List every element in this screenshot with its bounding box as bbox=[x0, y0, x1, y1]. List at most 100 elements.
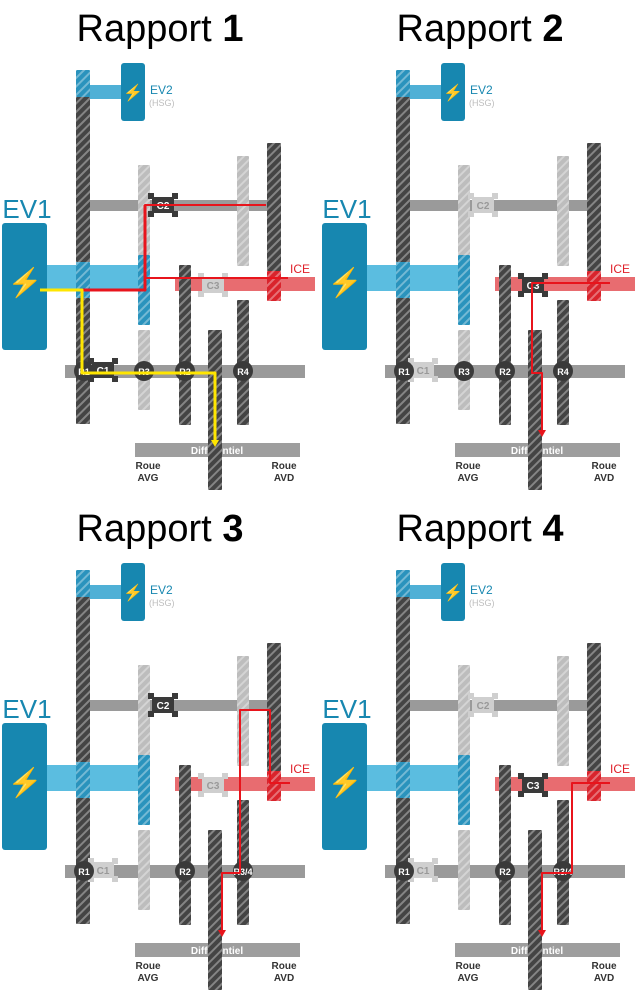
ev1-lightning-icon: ⚡ bbox=[328, 766, 363, 799]
clutch-tooth bbox=[172, 711, 178, 717]
clutch-tooth bbox=[198, 291, 204, 297]
hsg-label: (HSG) bbox=[469, 98, 495, 108]
ring-r4-label: R4 bbox=[237, 367, 249, 377]
clutch-tooth bbox=[408, 876, 414, 882]
ev2-motor bbox=[121, 63, 145, 121]
gear-upper-right bbox=[557, 656, 569, 766]
ring-r2-label: R2 bbox=[499, 867, 511, 877]
gear-ice bbox=[587, 271, 601, 301]
ev1-label: EV1 bbox=[2, 194, 51, 224]
power-path-red bbox=[541, 782, 610, 930]
gear-differential bbox=[528, 330, 542, 490]
clutch-c1: C1 bbox=[408, 358, 438, 382]
clutch-tooth bbox=[148, 693, 154, 699]
wheel-left-line2: AVG bbox=[458, 473, 479, 484]
clutch-body bbox=[202, 277, 224, 293]
ev1-motor bbox=[2, 223, 47, 350]
hsg-label: (HSG) bbox=[149, 98, 175, 108]
clutch-tooth bbox=[518, 791, 524, 797]
clutch-tooth bbox=[408, 376, 414, 382]
clutch-tooth bbox=[88, 858, 94, 864]
gear-mid-upper bbox=[458, 665, 470, 755]
power-path-yellow bbox=[40, 288, 217, 440]
clutch-label: C2 bbox=[477, 701, 490, 712]
gear-left-lower bbox=[396, 298, 410, 424]
ev2-label: EV2 bbox=[150, 83, 173, 97]
gear-ev1 bbox=[396, 762, 410, 798]
clutch-c2: C2 bbox=[468, 693, 498, 717]
ring-r1 bbox=[74, 861, 94, 881]
ring-r2-label: R2 bbox=[179, 867, 191, 877]
power-arrow-yellow bbox=[211, 440, 219, 447]
clutch-tooth bbox=[148, 193, 154, 199]
gear-mid-upper bbox=[458, 165, 470, 255]
clutch-label: C2 bbox=[157, 201, 170, 212]
wheel-left-line1: Roue bbox=[456, 461, 481, 472]
ring-r2 bbox=[175, 361, 195, 381]
gear-upper-right bbox=[237, 156, 249, 266]
ev1-motor bbox=[322, 223, 367, 350]
wheel-right-line1: Roue bbox=[272, 461, 297, 472]
gear-r2 bbox=[179, 765, 191, 925]
clutch-label: C1 bbox=[417, 866, 430, 877]
title-number: 3 bbox=[222, 508, 244, 550]
gear-differential bbox=[528, 830, 542, 990]
gear-ev1 bbox=[396, 262, 410, 298]
clutch-tooth bbox=[492, 193, 498, 199]
clutch-body bbox=[472, 197, 494, 213]
gear-mid-lower bbox=[458, 830, 470, 910]
clutch-tooth bbox=[222, 273, 228, 279]
clutch-tooth bbox=[542, 791, 548, 797]
ice-label: ICE bbox=[610, 262, 630, 276]
clutch-tooth bbox=[198, 773, 204, 779]
transmission-diagram-4: Différentiel⚡EV2(HSG)⚡EV1ICEC2C3C1R1R2R3… bbox=[322, 563, 635, 990]
power-arrow-red bbox=[538, 930, 546, 937]
ev2-motor bbox=[121, 563, 145, 621]
ev2-lightning-icon: ⚡ bbox=[443, 583, 463, 602]
ice-shaft bbox=[495, 777, 635, 791]
ev2-label: EV2 bbox=[150, 583, 173, 597]
wheel-left-line2: AVG bbox=[138, 473, 159, 484]
ring-r1-label: R1 bbox=[398, 367, 410, 377]
gear-differential bbox=[208, 830, 222, 990]
ring-r34-label: R3/4 bbox=[233, 867, 252, 877]
clutch-tooth bbox=[468, 211, 474, 217]
clutch-c1: C1 bbox=[88, 858, 118, 882]
clutch-tooth bbox=[112, 858, 118, 864]
clutch-tooth bbox=[432, 876, 438, 882]
clutch-label: C2 bbox=[157, 701, 170, 712]
wheel-right-line2: AVD bbox=[274, 973, 294, 984]
clutch-tooth bbox=[432, 358, 438, 364]
clutch-tooth bbox=[542, 291, 548, 297]
ev1-motor bbox=[322, 723, 367, 850]
ev2-label: EV2 bbox=[470, 83, 493, 97]
gear-mid-blue bbox=[138, 755, 150, 825]
wheel-right-line2: AVD bbox=[594, 473, 614, 484]
gear-left-lower bbox=[396, 798, 410, 924]
clutch-tooth bbox=[148, 211, 154, 217]
ice-label: ICE bbox=[290, 762, 310, 776]
clutch-body bbox=[202, 777, 224, 793]
ev1-shaft bbox=[45, 765, 140, 791]
gear-mid-blue bbox=[458, 755, 470, 825]
title-word: Rapport bbox=[76, 8, 212, 50]
clutch-tooth bbox=[518, 291, 524, 297]
shaft-c2 bbox=[80, 700, 280, 711]
clutch-body bbox=[92, 862, 114, 878]
ring-r1 bbox=[394, 861, 414, 881]
clutch-tooth bbox=[542, 273, 548, 279]
ev1-lightning-icon: ⚡ bbox=[8, 766, 43, 799]
clutch-tooth bbox=[468, 711, 474, 717]
clutch-body bbox=[472, 697, 494, 713]
ev1-label: EV1 bbox=[322, 694, 371, 724]
ring-r2 bbox=[175, 861, 195, 881]
ev2-lightning-icon: ⚡ bbox=[123, 583, 143, 602]
title-word: Rapport bbox=[396, 508, 532, 550]
ring-r4 bbox=[233, 361, 253, 381]
ice-label: ICE bbox=[290, 262, 310, 276]
ring-r2 bbox=[495, 361, 515, 381]
clutch-tooth bbox=[88, 358, 94, 364]
ev2-gear bbox=[76, 570, 90, 597]
clutch-tooth bbox=[112, 358, 118, 364]
title-word: Rapport bbox=[396, 8, 532, 50]
